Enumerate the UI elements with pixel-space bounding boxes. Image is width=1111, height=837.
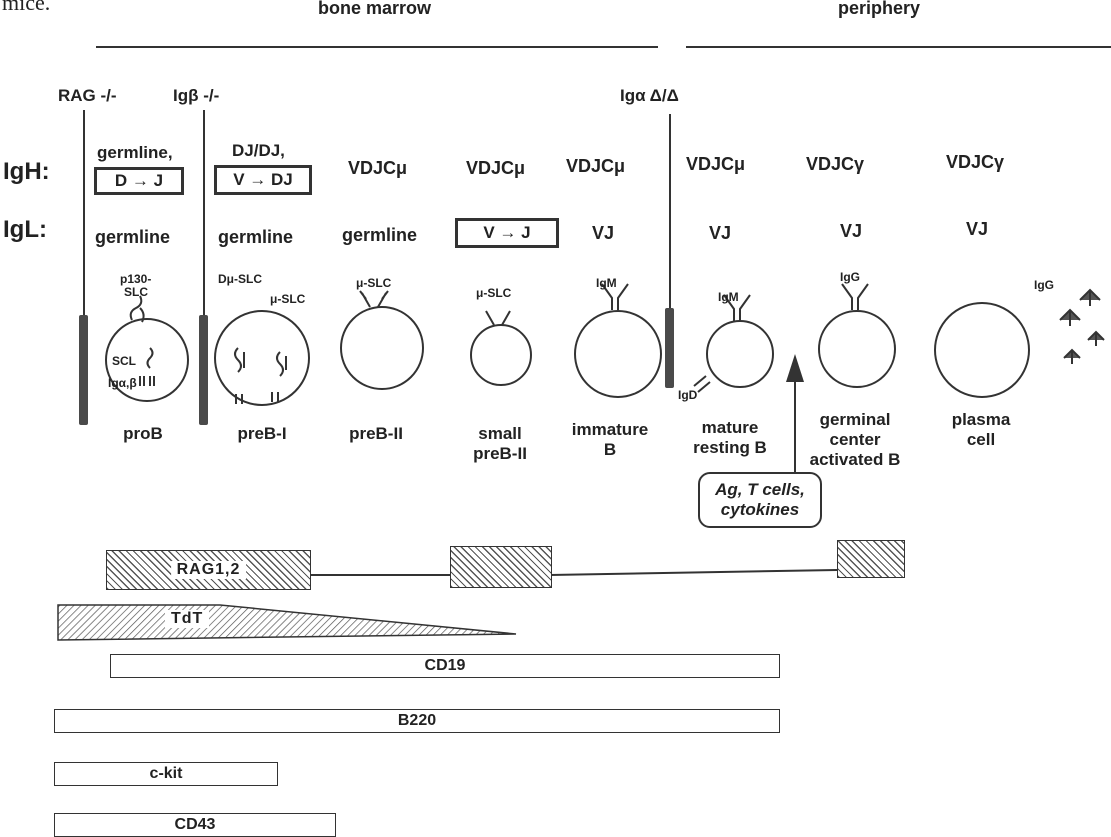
tdt-label: TdT — [165, 610, 209, 628]
cd19-label: CD19 — [425, 657, 466, 675]
b220-label: B220 — [398, 712, 436, 730]
b220-bar: B220 — [54, 709, 780, 733]
ckit-label: c-kit — [150, 765, 183, 783]
cd43-label: CD43 — [175, 816, 216, 834]
cd43-bar: CD43 — [54, 813, 336, 837]
ckit-bar: c-kit — [54, 762, 278, 786]
cd19-bar: CD19 — [110, 654, 780, 678]
